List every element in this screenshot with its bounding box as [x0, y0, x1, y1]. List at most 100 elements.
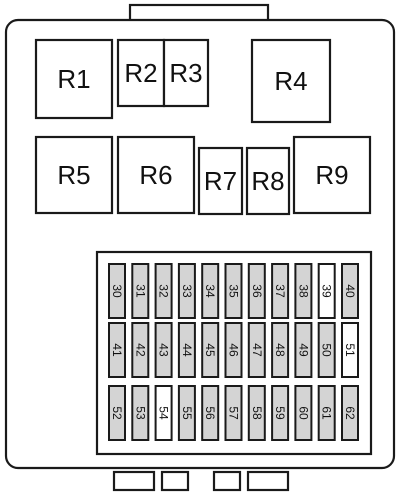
fuse-43: 43	[154, 322, 173, 378]
fuse-34-label: 34	[203, 284, 217, 298]
fuse-62: 62	[341, 385, 359, 441]
fuse-32: 32	[154, 263, 173, 319]
fuse-54-label: 54	[157, 406, 171, 420]
fuse-40-body	[341, 263, 359, 319]
fuse-53: 53	[131, 385, 150, 441]
fuse-44-body	[177, 322, 196, 378]
fuse-45-label: 45	[203, 343, 217, 357]
fuse-57-body	[224, 385, 243, 441]
fuse-31-body	[131, 263, 150, 319]
fuse-40-label: 40	[343, 284, 357, 298]
fuse-42-label: 42	[133, 343, 147, 357]
fuse-60-body	[294, 385, 313, 441]
relay-r9: R9	[292, 135, 372, 215]
fuse-61: 61	[317, 385, 336, 441]
relay-r8-label: R8	[251, 166, 284, 196]
fuse-37-label: 37	[273, 284, 287, 298]
relay-r1-label: R1	[57, 64, 90, 94]
fuse-38-body	[294, 263, 313, 319]
fuse-56-body	[201, 385, 220, 441]
fuse-52-body	[108, 385, 126, 441]
fuse-51-body	[341, 322, 359, 378]
fuse-42: 42	[131, 322, 150, 378]
relay-r6-box	[116, 135, 196, 215]
fuse-31: 31	[131, 263, 150, 319]
fuse-48: 48	[271, 322, 290, 378]
fuse-55: 55	[177, 385, 196, 441]
fuse-46: 46	[224, 322, 243, 378]
fuse-33-label: 33	[180, 284, 194, 298]
fuse-50-body	[317, 322, 336, 378]
fuse-41: 41	[108, 322, 126, 378]
fuse-39-body	[317, 263, 336, 319]
fuse-58-label: 58	[250, 406, 264, 420]
fuse-48-label: 48	[273, 343, 287, 357]
relay-r1: R1	[34, 38, 114, 120]
fuse-39-label: 39	[320, 284, 334, 298]
fuse-38: 38	[294, 263, 313, 319]
fuse-40: 40	[341, 263, 359, 319]
relay-r5-label: R5	[57, 160, 90, 190]
relay-r4: R4	[250, 38, 332, 124]
fuse-61-label: 61	[320, 406, 334, 420]
relay-r2: R2	[116, 38, 166, 108]
fuse-30-body	[108, 263, 126, 319]
bottom-tab-3	[212, 470, 242, 492]
fuse-62-label: 62	[343, 406, 357, 420]
bottom-tab-1	[112, 470, 156, 492]
fuse-43-body	[154, 322, 173, 378]
fuse-45-body	[201, 322, 220, 378]
fuse-44-label: 44	[180, 343, 194, 357]
relay-r7: R7	[197, 146, 244, 216]
fuse-49: 49	[294, 322, 313, 378]
fuse-52-label: 52	[110, 406, 124, 420]
relay-r6-label: R6	[139, 160, 172, 190]
relay-r2-box	[116, 38, 166, 108]
fuse-38-label: 38	[296, 284, 310, 298]
fuse-37: 37	[271, 263, 290, 319]
fuse-47-label: 47	[250, 343, 264, 357]
fuse-37-body	[271, 263, 290, 319]
fuse-36-body	[247, 263, 266, 319]
fuse-50-label: 50	[320, 343, 334, 357]
fuse-45: 45	[201, 322, 220, 378]
fuse-60-label: 60	[296, 406, 310, 420]
relay-r3-label: R3	[169, 58, 202, 88]
fuse-36-label: 36	[250, 284, 264, 298]
fuse-60: 60	[294, 385, 313, 441]
relay-r7-box	[197, 146, 244, 216]
fuse-42-body	[131, 322, 150, 378]
fuse-55-body	[177, 385, 196, 441]
fuse-49-label: 49	[296, 343, 310, 357]
fuse-30: 30	[108, 263, 126, 319]
fuse-59-label: 59	[273, 406, 287, 420]
fuse-44: 44	[177, 322, 196, 378]
fuse-55-label: 55	[180, 406, 194, 420]
fuse-61-body	[317, 385, 336, 441]
fuse-51: 51	[341, 322, 359, 378]
fuse-49-body	[294, 322, 313, 378]
fuse-43-label: 43	[157, 343, 171, 357]
fuse-58: 58	[247, 385, 266, 441]
fuse-56: 56	[201, 385, 220, 441]
fuse-33-body	[177, 263, 196, 319]
fuse-32-body	[154, 263, 173, 319]
fuse-46-body	[224, 322, 243, 378]
fuse-34-body	[201, 263, 220, 319]
fuse-47: 47	[247, 322, 266, 378]
fuse-59-body	[271, 385, 290, 441]
bottom-tab-2	[160, 470, 190, 492]
fuse-41-body	[108, 322, 126, 378]
fuse-41-label: 41	[110, 343, 124, 357]
fuse-62-body	[341, 385, 359, 441]
fuse-47-body	[247, 322, 266, 378]
fuse-31-label: 31	[133, 284, 147, 298]
relay-r7-label: R7	[204, 166, 237, 196]
fuse-58-body	[247, 385, 266, 441]
fuse-56-label: 56	[203, 406, 217, 420]
relay-r9-box	[292, 135, 372, 215]
relay-r1-box	[34, 38, 114, 120]
fuse-51-label: 51	[343, 343, 357, 357]
